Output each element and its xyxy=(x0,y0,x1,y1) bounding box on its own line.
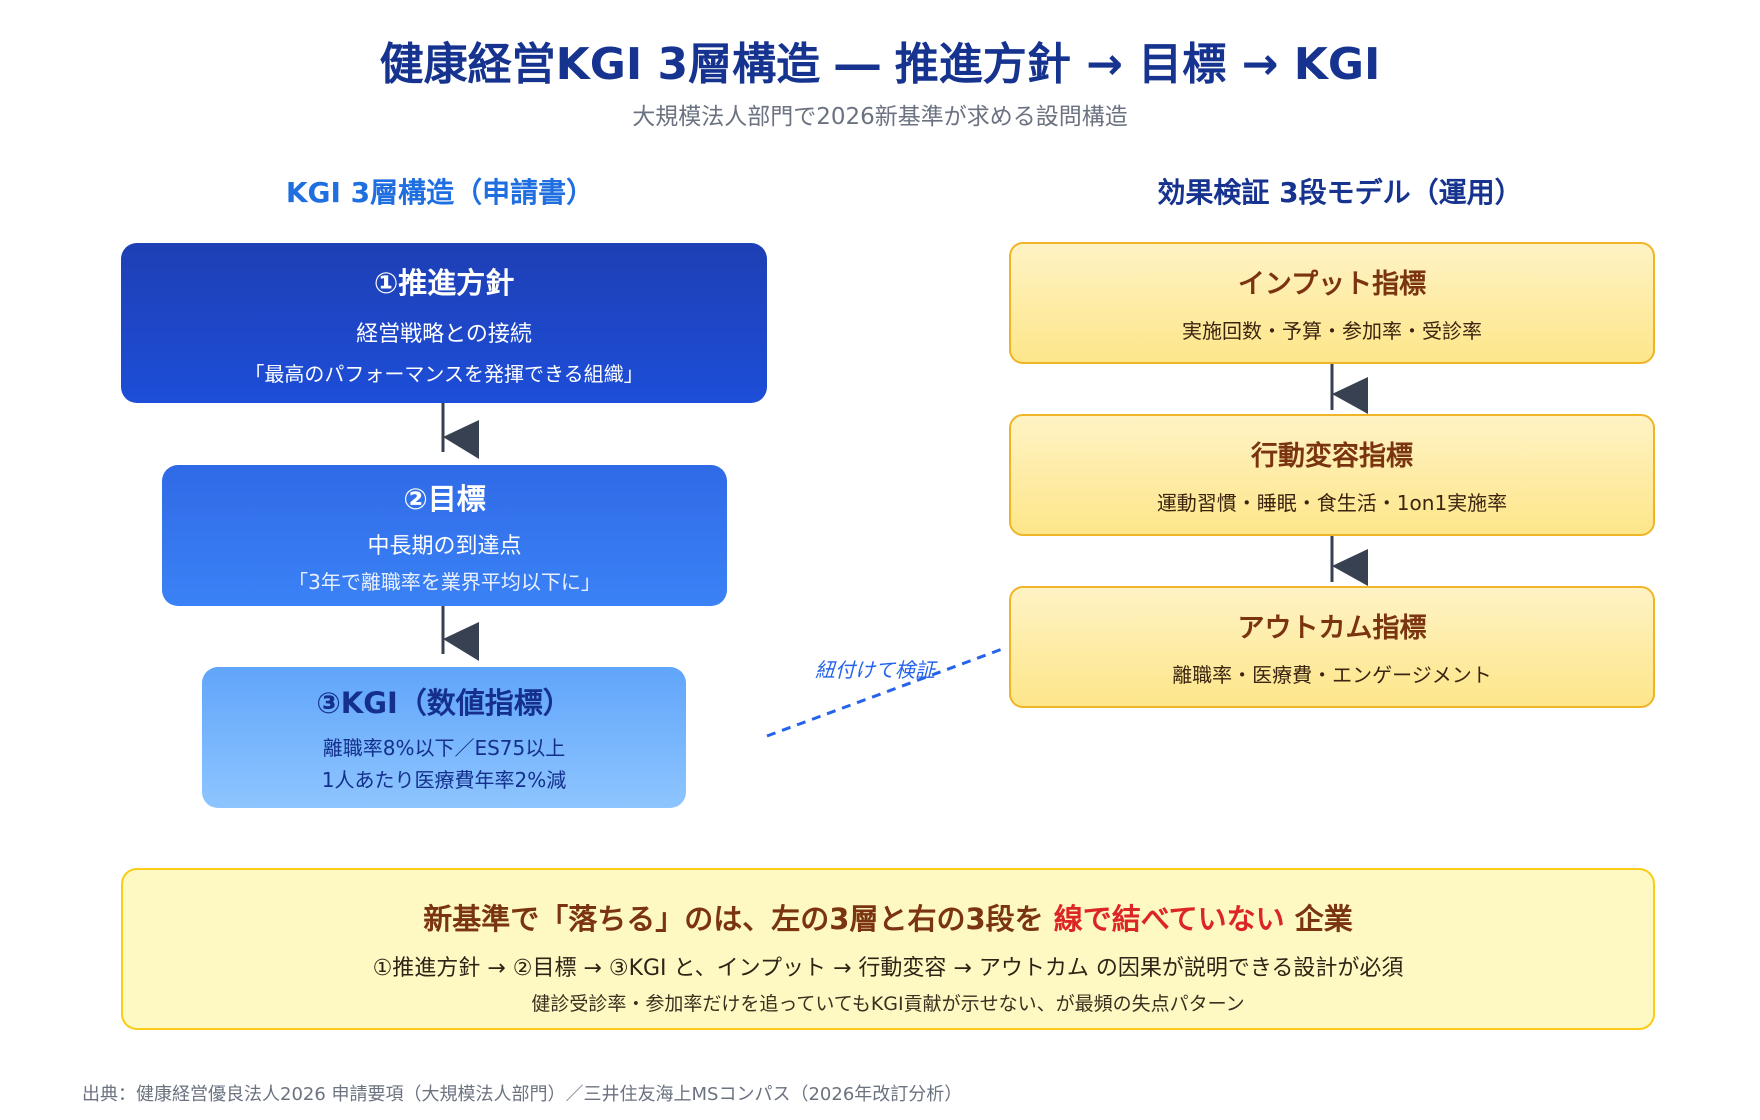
arrow-behavior-to-outcome xyxy=(1330,536,1368,586)
callout-line1: ①推進方針 → ②目標 → ③KGI と、インプット → 行動変容 → アウトカ… xyxy=(372,956,1404,981)
callout-line2: 健診受診率・参加率だけを追っていてもKGI貢献が示せない、が最頻の失点パターン xyxy=(531,993,1245,1015)
outcome-indicator-items: 離職率・医療費・エンゲージメント xyxy=(1172,663,1492,687)
input-indicator-box: インプット指標 実施回数・予算・参加率・受診率 xyxy=(1009,242,1655,364)
goal-title: ②目標 xyxy=(403,482,486,516)
outcome-indicator-box: アウトカム指標 離職率・医療費・エンゲージメント xyxy=(1009,586,1655,708)
callout-headline: 新基準で「落ちる」のは、左の3層と右の3段を 線で結べていない 企業 xyxy=(123,896,1653,938)
input-indicator-title: インプット指標 xyxy=(1237,269,1427,300)
dashed-link-line xyxy=(766,646,1006,738)
behavior-indicator-title: 行動変容指標 xyxy=(1251,441,1413,472)
callout-headline-post: 企業 xyxy=(1294,902,1353,936)
arrow-goal-to-kgi xyxy=(441,606,479,661)
kgi-title: ③KGI（数値指標） xyxy=(316,685,572,720)
kgi-line1: 離職率8%以下／ES75以上 xyxy=(322,735,566,760)
arrow-policy-to-goal xyxy=(441,403,479,459)
arrow-input-to-behavior xyxy=(1330,364,1368,414)
page-title: 健康経営KGI 3層構造 ― 推進方針 → 目標 → KGI xyxy=(379,39,1381,90)
behavior-indicator-items: 運動習慣・睡眠・食生活・1on1実施率 xyxy=(1156,491,1508,515)
source-note: 出典：健康経営優良法人2026 申請要項（大規模法人部門）／三井住友海上MSコン… xyxy=(82,1084,963,1105)
policy-line2: 「最高のパフォーマンスを発揮できる組織」 xyxy=(244,361,644,386)
bottom-callout: 新基準で「落ちる」のは、左の3層と右の3段を 線で結べていない 企業 ①推進方針… xyxy=(121,868,1655,1030)
link-label: 紐付けて検証 xyxy=(815,658,935,682)
outcome-indicator-title: アウトカム指標 xyxy=(1237,613,1427,644)
policy-box: ①推進方針 経営戦略との接続 「最高のパフォーマンスを発揮できる組織」 xyxy=(121,243,767,403)
callout-headline-pre: 新基準で「落ちる」のは、左の3層と右の3段を xyxy=(423,902,1044,936)
page-subtitle: 大規模法人部門で2026新基準が求める設問構造 xyxy=(632,104,1128,130)
kgi-box: ③KGI（数値指標） 離職率8%以下／ES75以上 1人あたり医療費年率2%減 xyxy=(202,667,686,808)
goal-line2: 「3年で離職率を業界平均以下に」 xyxy=(288,570,601,594)
kgi-line2: 1人あたり医療費年率2%減 xyxy=(321,767,567,792)
goal-line1: 中長期の到達点 xyxy=(367,534,522,559)
right-column-heading: 効果検証 3段モデル（運用） xyxy=(1157,176,1523,209)
left-column-heading: KGI 3層構造（申請書） xyxy=(285,176,595,209)
behavior-indicator-box: 行動変容指標 運動習慣・睡眠・食生活・1on1実施率 xyxy=(1009,414,1655,536)
input-indicator-items: 実施回数・予算・参加率・受診率 xyxy=(1182,319,1482,343)
policy-title: ①推進方針 xyxy=(373,265,515,300)
goal-box: ②目標 中長期の到達点 「3年で離職率を業界平均以下に」 xyxy=(162,465,727,606)
callout-headline-emphasis: 線で結べていない xyxy=(1053,902,1285,936)
policy-line1: 経営戦略との接続 xyxy=(356,321,532,347)
